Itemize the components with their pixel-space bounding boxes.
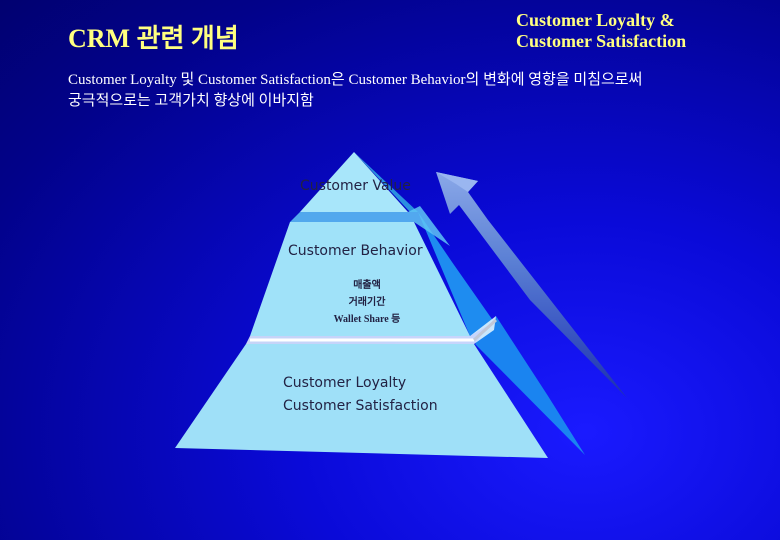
- pyramid-front-bottom: [175, 344, 548, 458]
- behavior-item-period: 거래기간: [348, 297, 386, 308]
- topic-line-1: Customer Loyalty &: [516, 10, 675, 30]
- topic-line-2: Customer Satisfaction: [516, 31, 687, 51]
- intro-line-1: Customer Loyalty 및 Customer Satisfaction…: [68, 72, 643, 88]
- pyramid-ledge-edge: [472, 318, 498, 342]
- customer-satisfaction-label: Customer Satisfaction: [283, 398, 438, 414]
- topic-heading: Customer Loyalty & Customer Satisfaction: [516, 10, 686, 52]
- page-title: CRM 관련 개념: [68, 24, 239, 53]
- customer-value-label: Customer Value: [300, 178, 411, 194]
- intro-line-2: 궁극적으로는 고객가치 향상에 이바지함: [68, 93, 314, 109]
- pyramid-front-top: [300, 152, 408, 212]
- behavior-item-wallet-share: Wallet Share 등: [333, 314, 401, 325]
- customer-behavior-label: Customer Behavior: [288, 243, 423, 259]
- pyramid-front-middle: [250, 222, 470, 336]
- pyramid-side-bottom: [475, 316, 585, 455]
- pyramid-ledge-lower: [246, 316, 496, 344]
- pyramid-ledge-upper: [290, 206, 450, 246]
- intro-text: Customer Loyalty 및 Customer Satisfaction…: [68, 70, 758, 112]
- customer-loyalty-label: Customer Loyalty: [283, 375, 407, 391]
- pyramid-side-middle: [418, 212, 494, 336]
- growth-arrow: [436, 172, 627, 398]
- pyramid-side-top: [354, 152, 418, 212]
- behavior-item-sales: 매출액: [353, 280, 381, 291]
